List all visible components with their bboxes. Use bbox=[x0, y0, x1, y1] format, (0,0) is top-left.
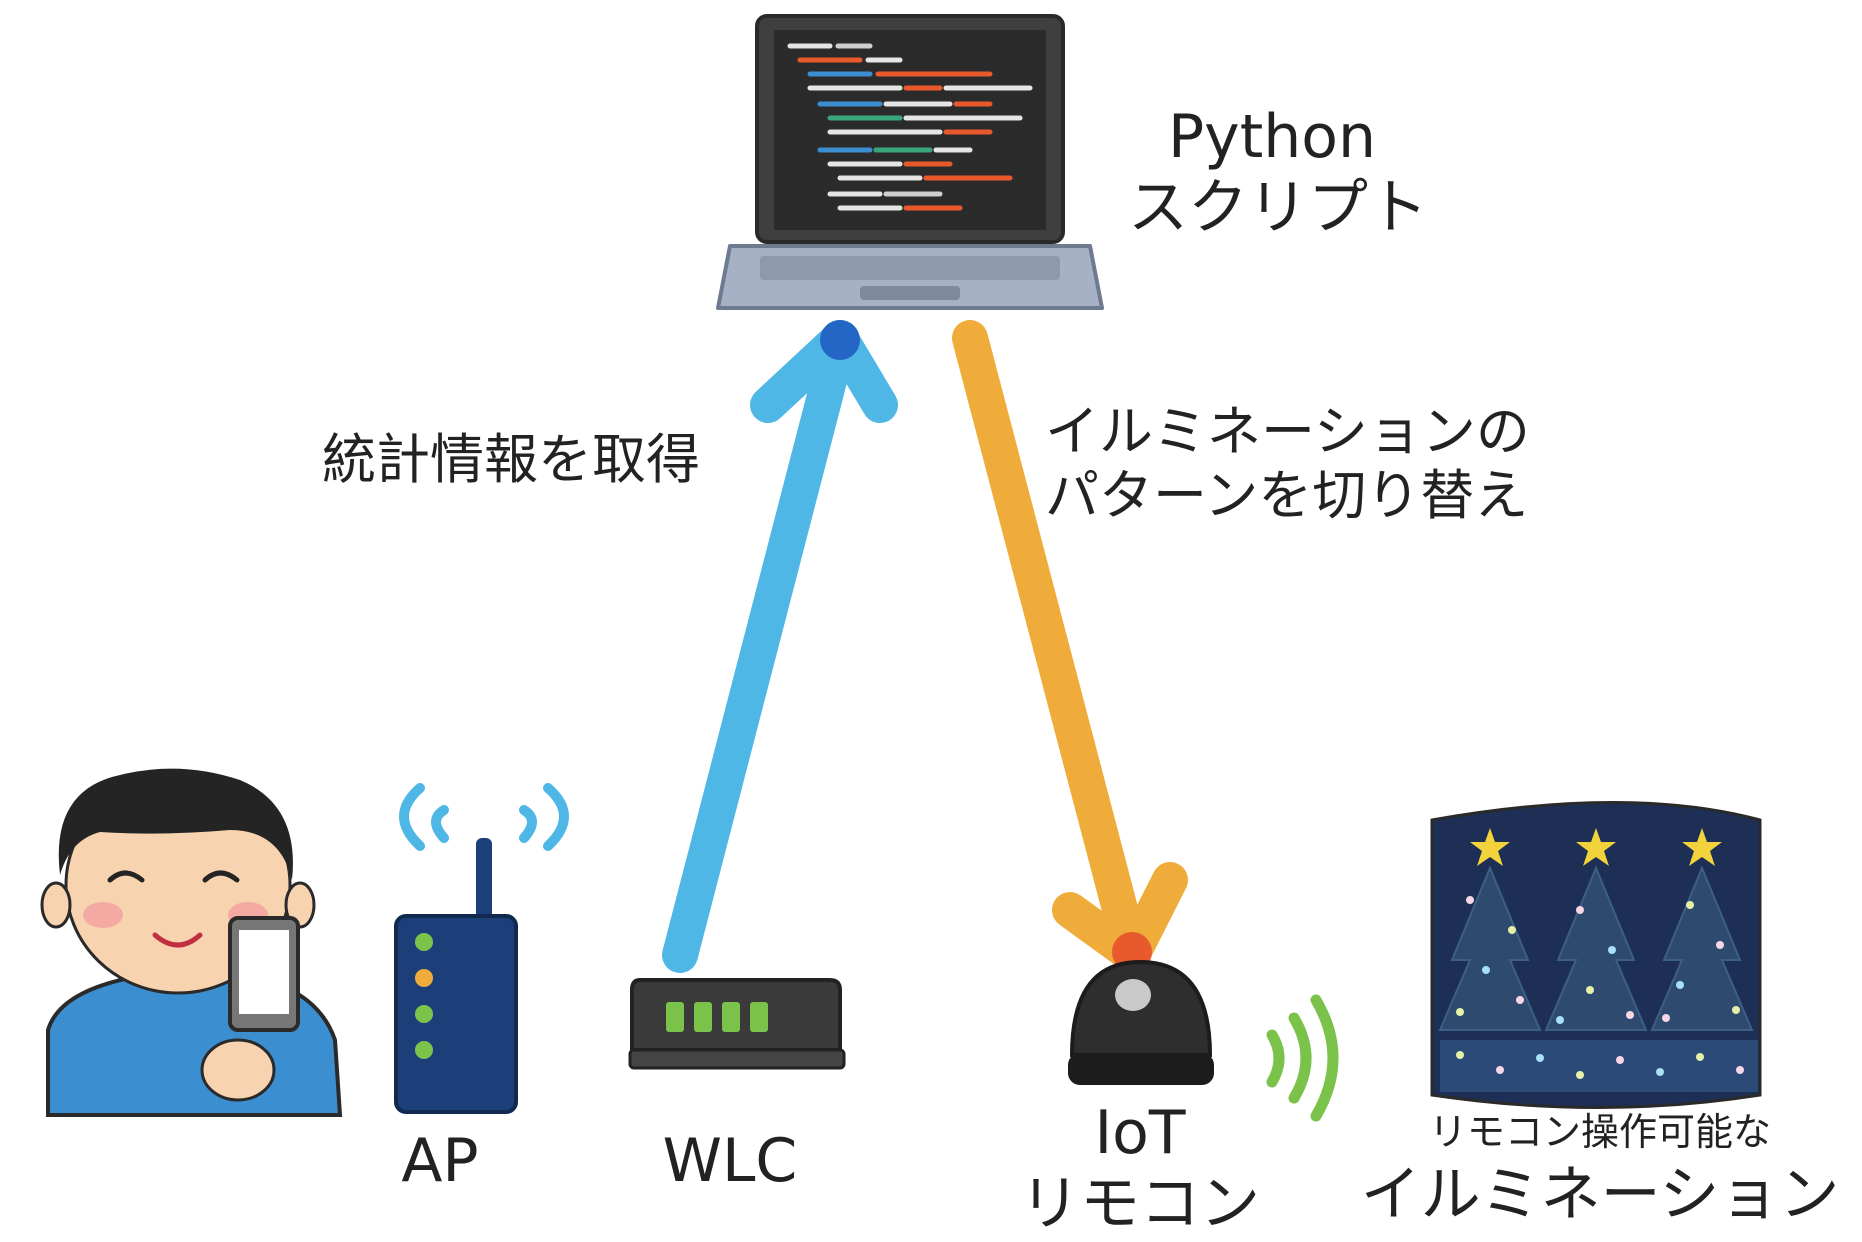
stats-label: 統計情報を取得 bbox=[322, 428, 700, 491]
laptop-icon bbox=[716, 14, 1104, 310]
switch-label-line2: パターンを切り替え bbox=[1045, 463, 1529, 527]
illumination-label-line1: リモコン操作可能な bbox=[1428, 1110, 1771, 1154]
iot-label-line2: リモコン bbox=[1020, 1168, 1260, 1239]
wlc-label: WLC bbox=[662, 1126, 798, 1196]
iot-label: IoT リモコン bbox=[1020, 1098, 1260, 1240]
iot-label-line1: IoT bbox=[1094, 1098, 1186, 1168]
stats-arrow bbox=[662, 320, 898, 973]
illumination-icon bbox=[1430, 801, 1762, 1109]
wlc-icon bbox=[628, 978, 846, 1070]
illumination-label-line2: イルミネーション bbox=[1360, 1160, 1840, 1230]
iot-remote-icon bbox=[1068, 959, 1339, 1122]
ap-icon bbox=[394, 783, 569, 1114]
laptop-label: Python スクリプト bbox=[1128, 102, 1428, 244]
laptop-label-line1: Python bbox=[1168, 102, 1376, 172]
laptop-label-line2: スクリプト bbox=[1128, 172, 1428, 243]
ap-label: AP bbox=[401, 1126, 479, 1196]
switch-label: イルミネーションの パターンを切り替え bbox=[1045, 400, 1530, 527]
person-icon bbox=[40, 768, 343, 1117]
switch-label-line1: イルミネーションの bbox=[1045, 400, 1530, 463]
